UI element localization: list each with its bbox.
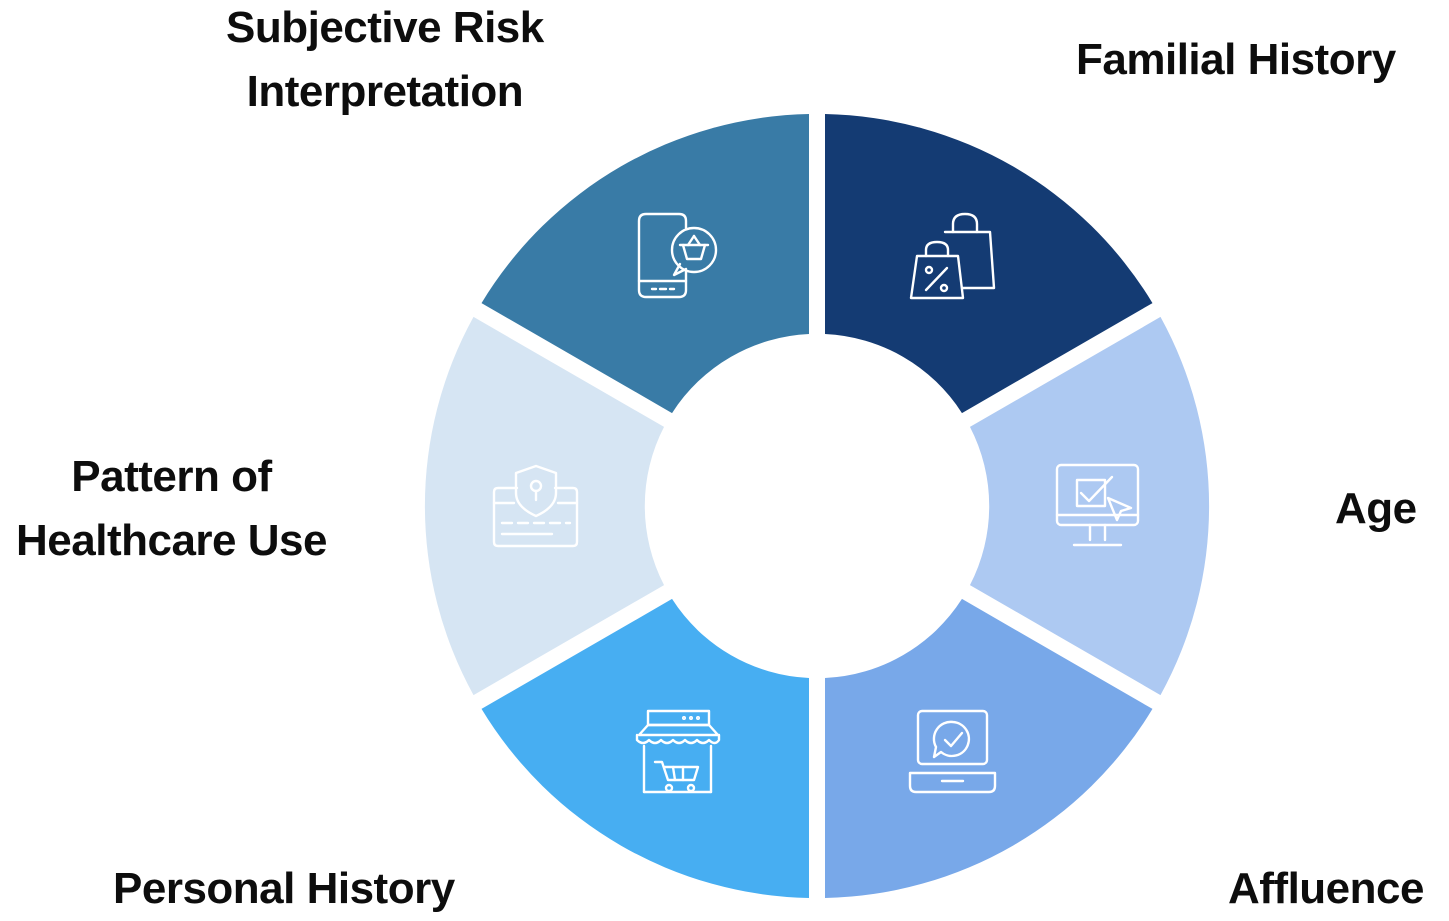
label-affluence: Affluence <box>1228 857 1424 921</box>
label-line: Affluence <box>1228 864 1424 913</box>
segment-subjective-risk-interpretation <box>481 114 809 414</box>
segment-affluence <box>825 598 1153 898</box>
label-line: Personal History <box>113 864 455 913</box>
label-pattern-of-healthcare-use: Pattern of Healthcare Use <box>16 445 327 573</box>
segment-personal-history <box>481 598 809 898</box>
storefront-cart-icon <box>635 709 721 794</box>
segment-pattern-of-healthcare-use <box>424 316 665 696</box>
label-subjective-risk-interpretation: Subjective Risk Interpretation <box>226 0 544 124</box>
label-personal-history: Personal History <box>113 857 455 921</box>
label-line: Familial History <box>1076 35 1396 84</box>
label-line: Healthcare Use <box>16 516 327 565</box>
laptop-check-icon <box>908 709 997 794</box>
monitor-checkbox-cursor-icon <box>1055 463 1140 547</box>
label-line: Pattern of <box>71 452 272 501</box>
label-line: Interpretation <box>246 67 524 116</box>
phone-basket-icon <box>637 212 718 299</box>
label-age: Age <box>1335 477 1417 541</box>
segment-familial-history <box>825 114 1153 414</box>
label-line: Age <box>1335 484 1417 533</box>
shopping-bags-discount-icon <box>909 212 996 300</box>
label-line: Subjective Risk <box>226 3 544 52</box>
card-shield-lock-icon <box>492 464 579 548</box>
label-familial-history: Familial History <box>1076 28 1396 92</box>
